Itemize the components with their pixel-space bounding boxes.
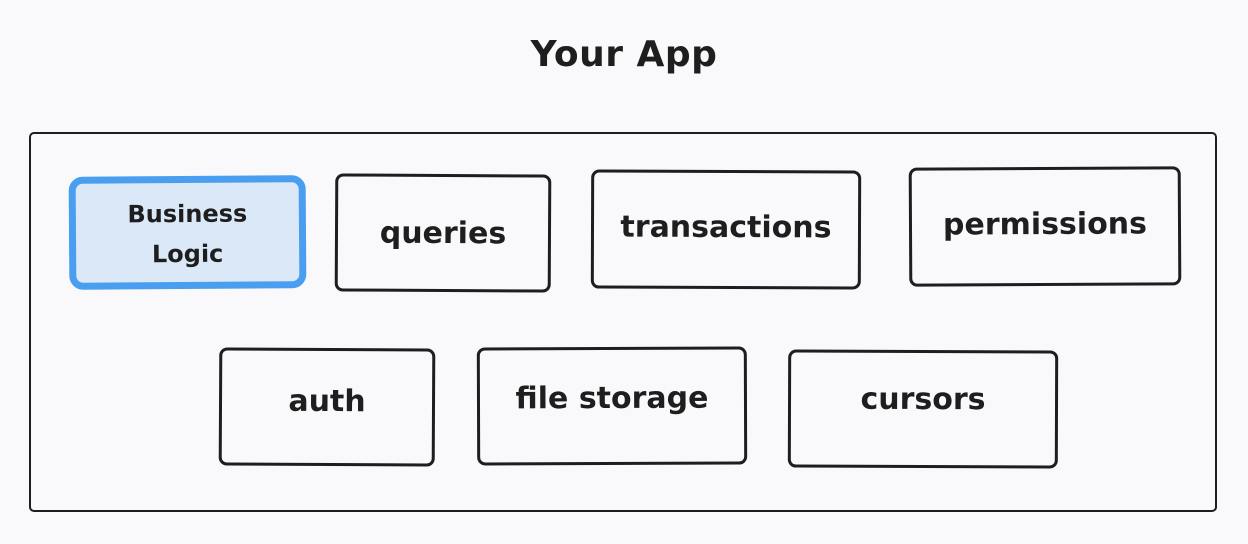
node-permissions-label: permissions [942,206,1148,243]
node-business-logic[interactable]: Business Logic [68,175,307,290]
node-queries-label: queries [379,215,507,251]
node-auth[interactable]: auth [218,347,436,467]
node-file-storage[interactable]: file storage [476,346,748,466]
node-transactions[interactable]: transactions [590,169,862,290]
node-transactions-label: transactions [620,209,832,246]
node-auth-label: auth [288,383,366,419]
node-cursors[interactable]: cursors [787,349,1059,469]
node-file-storage-label: file storage [515,380,709,416]
node-business-logic-label: Business Logic [127,199,248,268]
node-cursors-label: cursors [860,381,986,417]
node-permissions[interactable]: permissions [908,166,1182,287]
app-container-frame [29,132,1217,512]
diagram-title: Your App [530,34,718,75]
node-queries[interactable]: queries [334,173,552,293]
